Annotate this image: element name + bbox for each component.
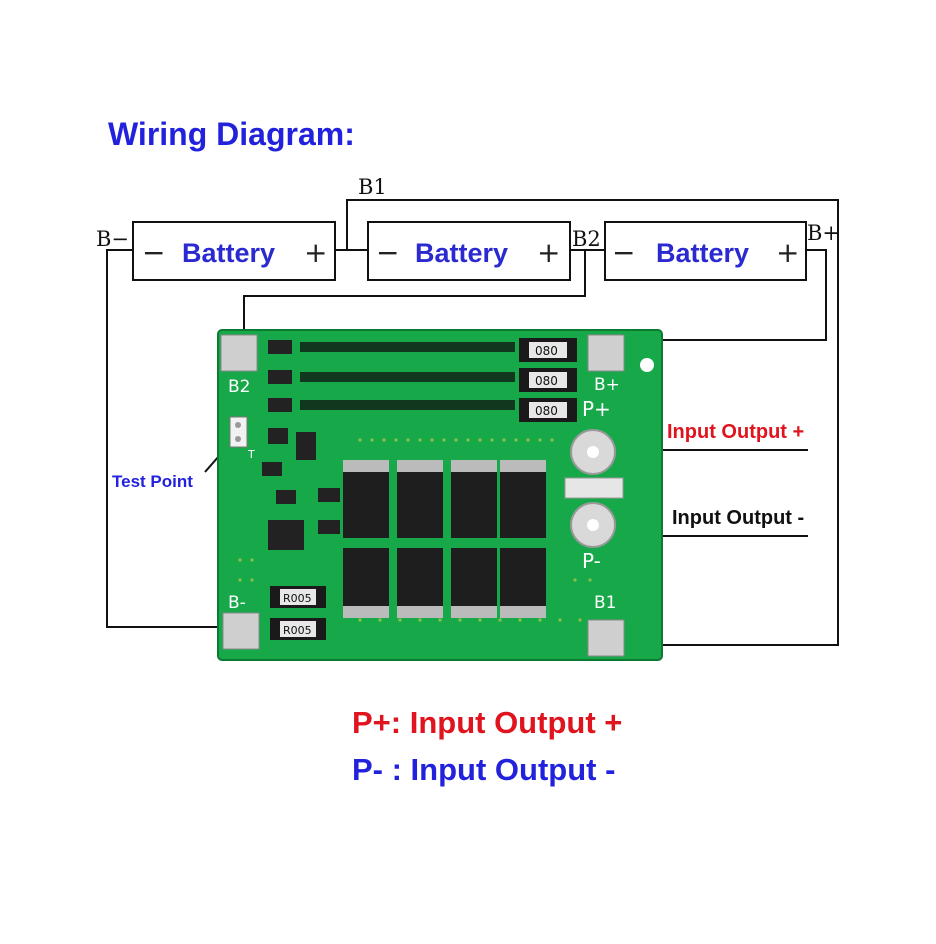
terminal-b-minus: B−	[96, 227, 129, 251]
shunt-2-code: R005	[283, 624, 312, 637]
legend-p-minus: P- : Input Output -	[352, 752, 616, 787]
resistor-1-code: 080	[535, 344, 558, 358]
mosfets-top	[343, 460, 546, 538]
silk-p-plus: P+	[582, 397, 611, 421]
mounting-hole	[640, 358, 654, 372]
wire-b-minus	[106, 249, 240, 628]
battery-2-minus: −	[376, 236, 399, 269]
pad-b-minus	[222, 612, 260, 650]
battery-1-plus: +	[304, 236, 327, 269]
battery-3: − Battery +	[604, 221, 807, 281]
pad-b2	[220, 334, 258, 372]
pcb-vias	[238, 438, 592, 622]
callout-input-output-minus: Input Output -	[672, 507, 804, 529]
battery-1: − Battery +	[132, 221, 336, 281]
battery-3-label: Battery	[656, 238, 749, 268]
resistor-2-code: 080	[535, 374, 558, 388]
callout-test-point: Test Point	[112, 472, 193, 491]
wire-b-plus	[606, 249, 827, 341]
battery-2: − Battery +	[367, 221, 571, 281]
header-strip	[564, 477, 624, 499]
legend-p-plus: P+: Input Output +	[352, 705, 623, 740]
test-pad-label: T	[247, 448, 255, 461]
pad-b-plus	[587, 334, 625, 372]
mosfets-bottom	[343, 548, 546, 618]
callout-input-output-plus: Input Output +	[667, 421, 804, 443]
shunt-1-code: R005	[283, 592, 312, 605]
terminal-b1: B1	[358, 175, 387, 199]
silk-p-minus: P-	[582, 549, 601, 573]
bms-board: T 080 080 080	[217, 329, 663, 661]
battery-2-plus: +	[537, 236, 560, 269]
silk-b2: B2	[228, 377, 250, 397]
battery-3-plus: +	[776, 236, 799, 269]
battery-1-minus: −	[142, 236, 165, 269]
battery-1-label: Battery	[182, 238, 275, 268]
resistor-3-code: 080	[535, 404, 558, 418]
control-ics	[262, 428, 340, 550]
terminal-b2: B2	[572, 227, 601, 251]
diagram-title: Wiring Diagram:	[108, 116, 355, 152]
smd-rows	[268, 340, 515, 412]
silk-b-minus: B-	[228, 593, 246, 613]
battery-3-minus: −	[612, 236, 635, 269]
battery-2-label: Battery	[415, 238, 508, 268]
test-point-pad	[229, 416, 248, 448]
silk-b-plus: B+	[594, 375, 620, 395]
silk-b1: B1	[594, 593, 616, 613]
current-resistors: 080 080 080	[519, 338, 577, 422]
pad-b1	[587, 619, 625, 657]
terminal-b-plus: B+	[807, 221, 840, 245]
shunt-resistors: R005 R005	[270, 586, 326, 640]
